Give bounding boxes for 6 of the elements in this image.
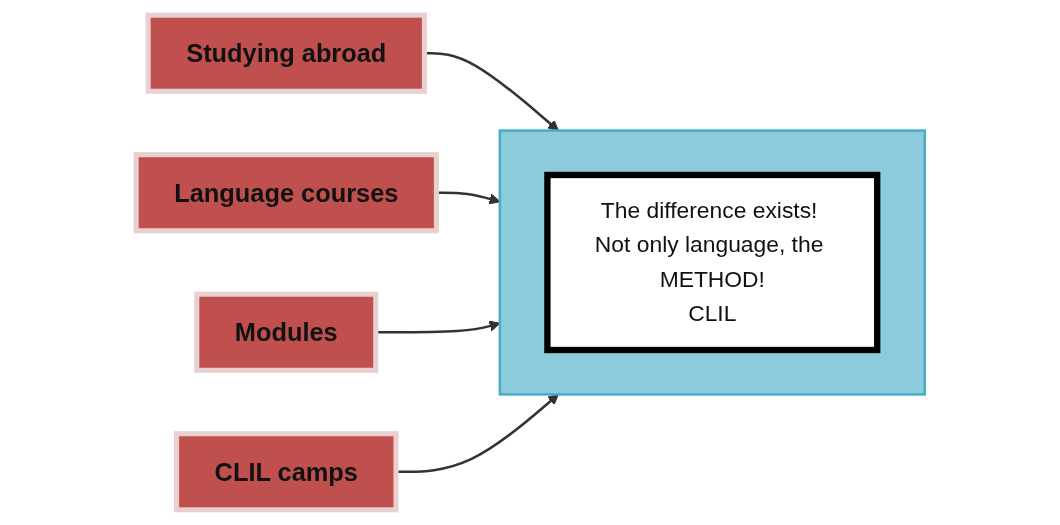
node-box: Modules xyxy=(193,291,378,373)
cluster xyxy=(498,129,926,396)
node-box: CLIL camps xyxy=(173,431,399,513)
node-box: The difference exists! Not only language, the METHOD! CLIL xyxy=(543,171,880,354)
node-box: Studying abroad xyxy=(145,12,427,94)
node-box: Language courses xyxy=(133,152,439,234)
